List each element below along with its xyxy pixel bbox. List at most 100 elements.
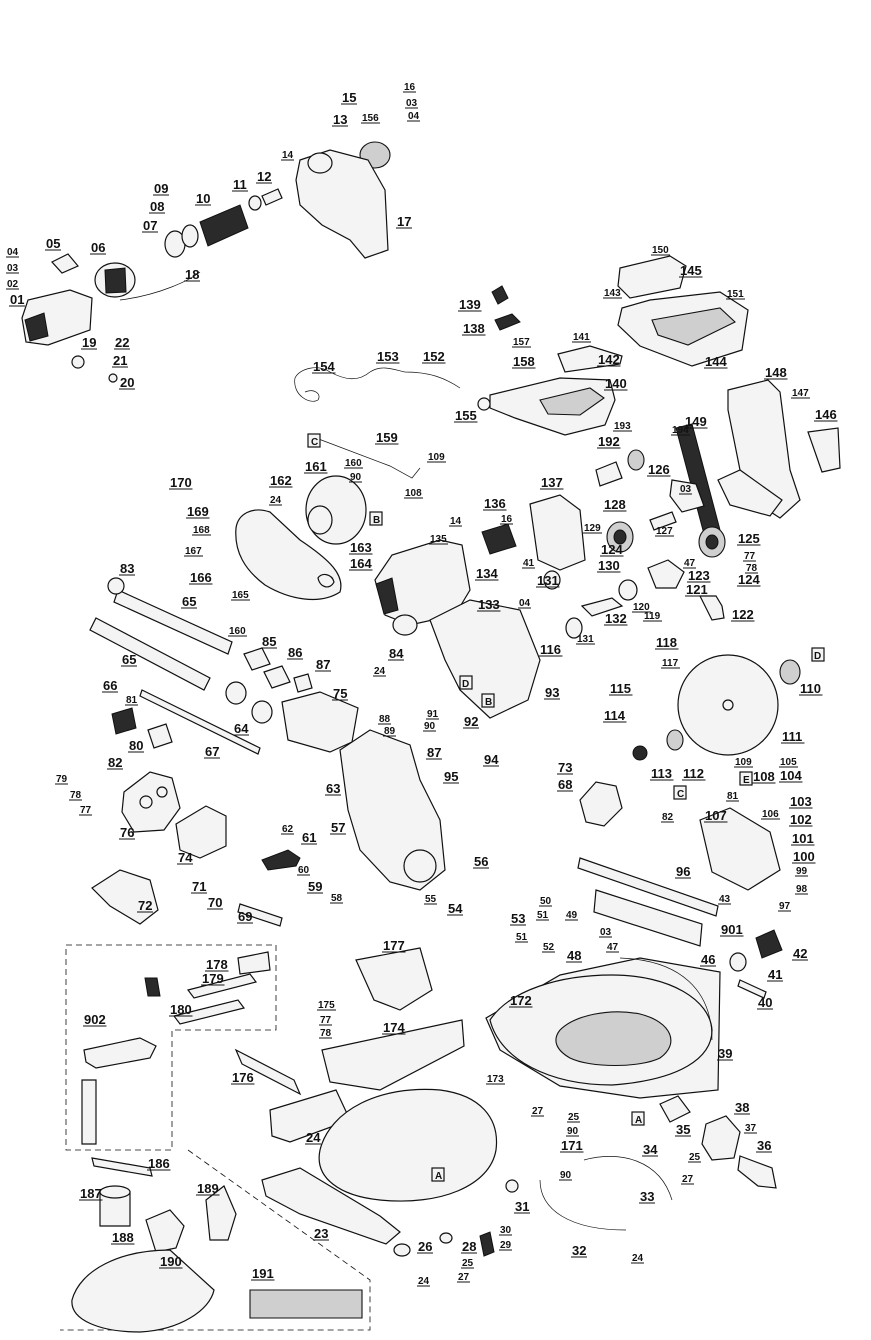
part-number-c902: 902 [84, 1012, 106, 1027]
part-number-c167: 167 [185, 546, 202, 557]
handle-body-inner [539, 387, 605, 416]
part-number-c90a: 90 [350, 472, 362, 483]
part-number-c117: 117 [662, 658, 679, 669]
marker-c2-box [673, 785, 687, 800]
power-cable-loop [294, 377, 320, 402]
part-number-c58: 58 [331, 893, 343, 904]
part-number-c90d: 90 [560, 1170, 572, 1181]
part-number-c136: 136 [484, 496, 506, 511]
part-number-c93: 93 [545, 685, 559, 700]
part-number-c174: 174 [383, 1020, 405, 1035]
part-number-c16: 16 [404, 82, 416, 93]
part-number-c77b: 77 [80, 805, 92, 816]
part-number-c24d: 24 [418, 1276, 430, 1287]
part-number-c118: 118 [656, 635, 677, 650]
part-number-c24a: 24 [270, 495, 282, 506]
part-number-c191: 191 [252, 1266, 274, 1281]
part-number-c26: 26 [418, 1239, 432, 1254]
part-number-c17: 17 [397, 214, 411, 229]
part-number-c105: 105 [780, 757, 797, 768]
part-number-c98: 98 [796, 884, 808, 895]
cover-plate-146 [807, 427, 841, 473]
part-number-c134: 134 [476, 566, 498, 581]
fence-72 [91, 869, 159, 925]
part-number-c29: 29 [500, 1240, 512, 1251]
part-number-c152: 152 [423, 349, 445, 364]
part-number-c30: 30 [500, 1225, 512, 1236]
part-number-c163: 163 [350, 540, 372, 555]
part-number-c101: 101 [792, 831, 814, 846]
part-number-c03d: 03 [600, 927, 612, 938]
clamp-knob [144, 977, 161, 997]
part-number-c09: 09 [154, 181, 168, 196]
plate-68 [579, 781, 623, 827]
part-number-c47a: 47 [684, 558, 696, 569]
part-number-c77a: 77 [744, 551, 756, 562]
part-number-c12: 12 [257, 169, 271, 184]
part-number-c81b: 81 [727, 791, 739, 802]
label-plate [51, 253, 79, 274]
plate-76-hole-b [156, 786, 168, 798]
part-number-c90c: 90 [567, 1126, 579, 1137]
part-number-c60: 60 [298, 865, 310, 876]
marker-e-box [739, 771, 753, 786]
part-number-c82b: 82 [662, 812, 674, 823]
part-number-c27b: 27 [682, 1174, 694, 1185]
lower-guard-164 [235, 509, 342, 601]
part-number-c61: 61 [302, 830, 316, 845]
gearbox-housing [295, 149, 389, 259]
bracket-80 [147, 723, 173, 749]
part-number-c02: 02 [7, 279, 19, 290]
part-number-c149: 149 [685, 414, 707, 429]
pulley-124a-teeth [613, 529, 627, 545]
guard-rod-159 [315, 437, 421, 479]
part-number-c78c: 78 [320, 1028, 332, 1039]
bushing-64b [251, 700, 273, 724]
bearing-131a [543, 570, 561, 590]
part-number-c37: 37 [745, 1123, 757, 1134]
part-number-c172: 172 [510, 993, 532, 1008]
part-number-c25b: 25 [689, 1152, 701, 1163]
part-number-c175: 175 [318, 1000, 335, 1011]
motor-housing-group [21, 141, 391, 383]
part-number-c120: 120 [633, 602, 650, 613]
part-number-c194: 194 [672, 425, 689, 436]
part-number-c901: 901 [721, 922, 743, 937]
washer-155 [477, 397, 491, 411]
part-number-c139: 139 [459, 297, 481, 312]
switch-138 [494, 313, 521, 331]
part-number-c100: 100 [793, 849, 815, 864]
part-number-c56: 56 [474, 854, 488, 869]
part-number-c131a: 131 [537, 573, 559, 588]
part-number-c27a: 27 [532, 1106, 544, 1117]
part-number-c13: 13 [333, 112, 347, 127]
part-number-c71: 71 [192, 879, 206, 894]
belt-cover-group [675, 379, 841, 535]
part-number-c66: 66 [103, 678, 117, 693]
part-number-c170: 170 [170, 475, 192, 490]
part-number-c146: 146 [815, 407, 837, 422]
part-number-c54: 54 [448, 901, 463, 916]
part-number-c171: 171 [561, 1138, 583, 1153]
brush-holder-ribs [104, 267, 127, 294]
motor-136 [481, 523, 517, 555]
part-number-c168: 168 [193, 525, 210, 536]
upper-arm-group [235, 437, 726, 719]
part-number-c40: 40 [758, 995, 772, 1010]
shaft-132 [580, 597, 624, 617]
part-number-c28: 28 [462, 1239, 476, 1254]
rail-65b [89, 617, 211, 691]
part-number-c67: 67 [205, 744, 219, 759]
part-number-c111: 111 [782, 729, 802, 744]
marker-b2: B [485, 697, 492, 708]
part-number-c65b: 65 [122, 652, 136, 667]
part-number-c75: 75 [333, 686, 347, 701]
marker-d2-box [811, 647, 825, 662]
part-number-c43: 43 [719, 894, 731, 905]
bolt-69 [237, 903, 283, 927]
part-number-c08: 08 [150, 199, 164, 214]
marker-a: A [635, 1115, 642, 1126]
saw-blade-bore [722, 699, 734, 711]
dust-bag-190 [71, 1249, 215, 1333]
part-number-c87a: 87 [316, 657, 330, 672]
